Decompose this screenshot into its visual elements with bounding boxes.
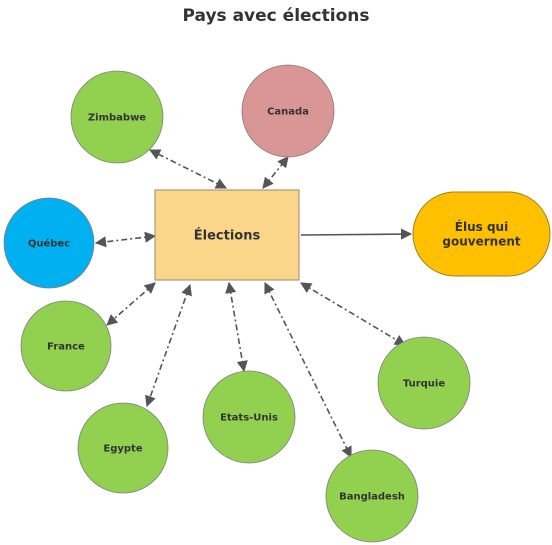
edges-layer — [94, 149, 413, 459]
edge-elections-bangladesh — [264, 281, 352, 459]
node-egypte: Egypte — [77, 402, 169, 494]
node-shape-zimbabwe — [70, 70, 164, 164]
node-label-turquie: Turquie — [403, 379, 445, 390]
node-canada: Canada — [241, 64, 335, 158]
node-shape-france — [20, 300, 112, 392]
node-label-etats-unis: Etats-Unis — [220, 413, 278, 424]
edge-elections-canada — [262, 156, 289, 189]
node-quebec: Québec — [3, 197, 95, 289]
node-label-france: France — [47, 342, 85, 353]
node-label-canada: Canada — [267, 107, 309, 118]
node-label-elections: Élections — [194, 228, 261, 244]
edge-elections-turquie — [300, 282, 406, 346]
edge-elections-quebec — [94, 231, 157, 248]
node-shape-egypte — [77, 402, 169, 494]
edge-elections-zimbabwe — [148, 149, 228, 189]
edge-elections-france — [106, 282, 156, 326]
node-shape-turquie — [377, 336, 471, 430]
diagram-title: Pays avec élections — [182, 6, 370, 26]
node-shape-elections — [154, 189, 300, 281]
node-etats-unis: Etats-Unis — [202, 370, 296, 464]
node-label-egypte: Egypte — [103, 444, 142, 455]
edge-elections-elus — [300, 228, 413, 240]
node-label-bangladesh: Bangladesh — [339, 492, 405, 503]
node-turquie: Turquie — [377, 336, 471, 430]
node-shape-canada — [241, 64, 335, 158]
node-bangladesh: Bangladesh — [325, 449, 419, 543]
node-label-quebec: Québec — [28, 238, 70, 250]
node-label-zimbabwe: Zimbabwe — [88, 113, 146, 124]
node-shape-quebec — [3, 197, 95, 289]
node-shape-elus — [412, 191, 551, 277]
edge-elections-etats-unis — [225, 281, 248, 373]
node-shape-etats-unis — [202, 370, 296, 464]
node-zimbabwe: Zimbabwe — [70, 70, 164, 164]
node-shape-bangladesh — [325, 449, 419, 543]
edge-elections-egypte — [145, 283, 192, 408]
node-elections: Élections — [154, 189, 300, 281]
node-france: France — [20, 300, 112, 392]
